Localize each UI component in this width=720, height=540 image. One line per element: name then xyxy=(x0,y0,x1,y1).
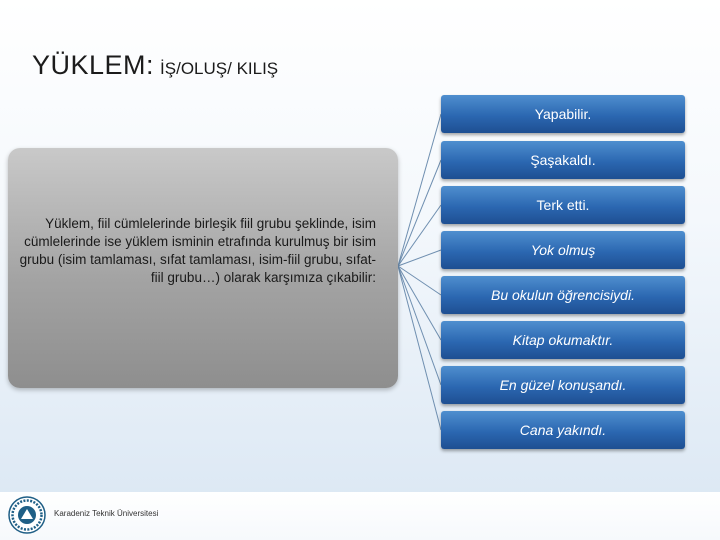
connector-line xyxy=(397,159,442,267)
footer-institution: Karadeniz Teknik Üniversitesi xyxy=(54,509,159,518)
connector-line xyxy=(397,265,442,386)
node-cana-yakindi: Cana yakındı. xyxy=(441,411,685,449)
connector-line xyxy=(397,204,442,267)
connector-line xyxy=(397,265,442,341)
node-yapabilir: Yapabilir. xyxy=(441,95,685,133)
node-terk-etti: Terk etti. xyxy=(441,186,685,224)
source-box xyxy=(8,148,398,388)
node-kitap-okumaktir: Kitap okumaktır. xyxy=(441,321,685,359)
connector-line xyxy=(397,113,442,267)
node-sasakaldi: Şaşakaldı. xyxy=(441,141,685,179)
source-description: Yüklem, fiil cümlelerinde birleşik fiil … xyxy=(19,216,376,285)
node-bu-okulun-ogrencisiydi: Bu okulun öğrencisiydi. xyxy=(441,276,685,314)
node-yok-olmus: Yok olmuş xyxy=(441,231,685,269)
connector-line xyxy=(397,265,442,431)
connector-line xyxy=(397,249,442,267)
title-main: YÜKLEM: xyxy=(32,50,155,80)
university-logo-icon xyxy=(8,496,46,534)
connector-line xyxy=(397,265,442,296)
footer-bar xyxy=(0,492,720,540)
title-sub: İŞ/OLUŞ/ KILIŞ xyxy=(160,59,279,78)
slide-title: YÜKLEM: İŞ/OLUŞ/ KILIŞ xyxy=(32,50,278,81)
node-en-guzel-konusandi: En güzel konuşandı. xyxy=(441,366,685,404)
